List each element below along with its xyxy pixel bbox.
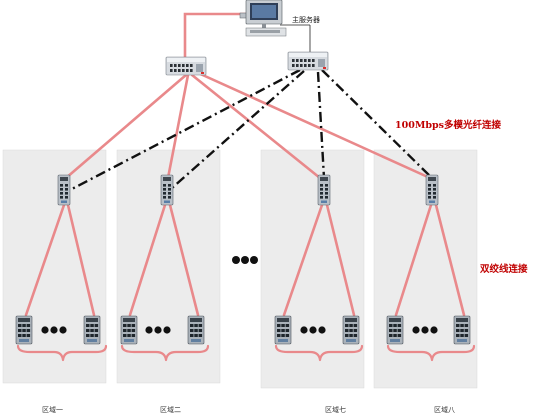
zone-7-more-dots — [300, 326, 326, 334]
zone-8-area — [373, 149, 478, 389]
fiber-link-zone-8 — [194, 70, 432, 180]
zone-1-uplinks — [24, 203, 96, 317]
zone-7-switch-icon — [317, 174, 331, 206]
zone-1-access-switch-right-icon — [83, 315, 101, 345]
zone-8-more-dots — [412, 326, 438, 334]
backup-link-zone-8 — [321, 69, 433, 179]
fiber-link-zone-7 — [190, 73, 322, 180]
zone-2-brace — [120, 344, 210, 362]
zone-1-access-switch-left-icon — [15, 315, 33, 345]
fiber-link-zone-2 — [166, 73, 190, 180]
zone-8-switch-icon — [425, 174, 439, 206]
zone-7-access-switch-left-icon — [274, 315, 292, 345]
zone-8-uplinks — [394, 203, 466, 317]
zone-8-label: 区域八 — [434, 405, 455, 414]
zone-1-more-dots — [41, 326, 67, 334]
zone-2-access-switch-left-icon — [120, 315, 138, 345]
fiber-link-zone-1 — [64, 73, 188, 180]
server-workstation-icon — [239, 0, 287, 37]
zone-7-access-switch-right-icon — [342, 315, 360, 345]
twisted-pair-label: 双绞线连接 — [479, 263, 528, 275]
server-label: 主服务器 — [292, 15, 320, 24]
backup-link-zone-2 — [171, 70, 305, 189]
core-switch-secondary-icon — [287, 51, 329, 71]
server-link — [183, 12, 254, 59]
fiber-connection-label: 100Mbps多模光纤连接 — [395, 119, 501, 131]
zone-1-switch-icon — [57, 174, 71, 206]
zone-2-uplinks — [128, 203, 200, 317]
more-zones-dots — [232, 256, 258, 264]
zone-1-brace — [16, 344, 108, 362]
zone-2-access-switch-right-icon — [187, 315, 205, 345]
zone-7-brace — [274, 344, 364, 362]
zone-2-more-dots — [145, 326, 171, 334]
zone-2-label: 区域二 — [160, 405, 181, 414]
zone-1-label: 区域一 — [42, 405, 63, 414]
zone-8-access-switch-left-icon — [386, 315, 404, 345]
core-switch-primary-icon — [165, 56, 207, 76]
zone-7-label: 区域七 — [325, 405, 346, 414]
zone-2-switch-icon — [160, 174, 174, 206]
zone-8-access-switch-right-icon — [453, 315, 471, 345]
zone-8-brace — [386, 344, 476, 362]
backup-link-zone-7 — [316, 71, 326, 179]
backup-link-zone-1 — [69, 68, 301, 192]
zone-7-uplinks — [282, 203, 356, 317]
zone-7-area — [260, 149, 365, 389]
